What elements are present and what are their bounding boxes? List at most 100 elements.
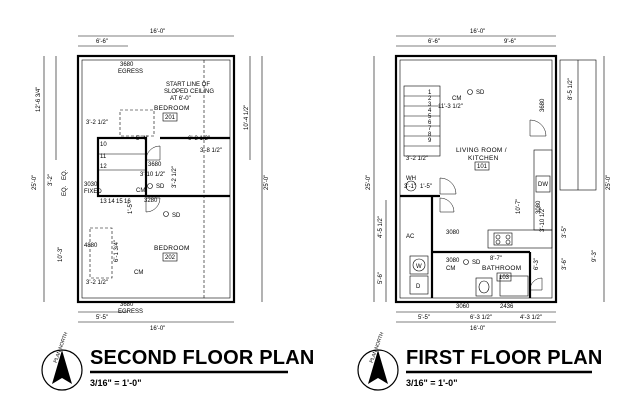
window-top-note: EGRESS	[118, 69, 143, 75]
fixture-label: W	[416, 264, 422, 270]
interior-dim: 3'-8 1/2"	[200, 148, 222, 154]
dim-bottom-right: 4'-3 1/2"	[520, 315, 542, 321]
fixture-label: SD	[172, 213, 181, 219]
room-number-101: 101	[477, 164, 488, 170]
stair-number: 5	[428, 114, 432, 120]
smoke-detector-symbol	[147, 183, 153, 189]
dim-left-small: 3'-2"	[48, 174, 54, 186]
window-bottom-size: 3680	[120, 302, 134, 308]
room-number-box	[162, 112, 178, 122]
closet-outline	[89, 227, 113, 279]
window-bottom-note: EGRESS	[118, 309, 143, 315]
second-floor-title: SECOND FLOOR PLAN	[90, 347, 315, 369]
interior-dim: 1'-5"	[420, 184, 432, 190]
stair-number: 13	[100, 199, 107, 205]
fixture-label: EQ.	[62, 169, 68, 180]
dim-right-lower: 9'-3"	[592, 250, 598, 262]
interior-dim: 5'-4"	[136, 136, 148, 142]
stair-number: 2	[428, 96, 432, 102]
burner	[505, 239, 511, 245]
stair-number: 15	[116, 199, 123, 205]
second-floor-inner-wall-line	[81, 59, 231, 299]
second-floor-scale: 3/16" = 1'-0"	[90, 378, 141, 388]
bathtub	[499, 275, 529, 297]
sloped-note-line-3: AT 6'-0"	[170, 96, 191, 102]
second-floor-exterior-walls	[76, 54, 236, 304]
door-swing	[529, 119, 547, 137]
range	[493, 232, 513, 246]
first-floor-stair	[403, 85, 441, 157]
window-closet-size: 4880	[84, 243, 98, 249]
interior-dim: 11'-3 1/2"	[438, 104, 463, 110]
washer-drum	[412, 258, 426, 272]
window-bottom-size: 3060	[456, 304, 470, 310]
dim-bottom-overall: 16'-0"	[470, 326, 485, 332]
room-number-103: 103	[499, 275, 510, 281]
door-swing	[145, 197, 161, 213]
dim-left-overall: 25'-0"	[32, 175, 38, 190]
dim-left-overall: 25'-0"	[366, 175, 372, 190]
second-floor-stair-walls	[96, 136, 148, 198]
fixture-label: EQ.	[62, 185, 68, 196]
window-center-size: 3280	[144, 198, 158, 204]
door-swing	[439, 197, 455, 213]
interior-dim: 10'-7"	[516, 199, 522, 214]
room-number-201: 201	[165, 115, 176, 121]
stair-number: 14	[108, 199, 115, 205]
dim-top-right: 9'-6"	[504, 39, 516, 45]
interior-dim: 3'-2 1/2"	[172, 166, 178, 188]
burner	[495, 234, 501, 240]
interior-dim: 6'-3 1/2"	[188, 136, 210, 142]
fixture-label: SD	[156, 184, 165, 190]
window-size: 3080	[446, 230, 460, 236]
interior-dim: 8'-7"	[490, 256, 502, 262]
dim-bottom-partial: 5'-5"	[96, 315, 108, 321]
room-number-box	[162, 252, 178, 262]
fixture-label: SD	[476, 90, 485, 96]
interior-dim: 3'-2 1/2"	[406, 156, 428, 162]
kitchen-counter	[487, 229, 553, 249]
fixture-label: CM	[134, 270, 143, 276]
interior-dim: 6'-3"	[534, 258, 540, 270]
room-name-living-kitchen-line-2: KITCHEN	[468, 155, 499, 162]
stair-number: 6	[428, 120, 432, 126]
fixture-label: WH	[406, 176, 416, 182]
stair-number: 3	[428, 102, 432, 108]
stair-number: 8	[428, 132, 432, 138]
dim-top-partial: 6'-6"	[96, 39, 108, 45]
door-swing	[529, 277, 543, 291]
window-size: 3680	[540, 98, 546, 112]
stair-number: 12	[100, 164, 107, 170]
dim-top-overall: 16'-0"	[150, 29, 165, 35]
room-name-bedroom-202: BEDROOM	[154, 245, 190, 252]
first-floor-scale: 3/16" = 1'-0"	[406, 378, 457, 388]
room-name-living-kitchen-line-1: LIVING ROOM /	[456, 147, 507, 154]
water-heater	[405, 180, 417, 192]
stair-number: 7	[428, 126, 432, 132]
stair-number: 11	[100, 154, 107, 160]
interior-dim: 3'-10 1/2"	[540, 207, 546, 232]
window-top-size: 3680	[120, 62, 134, 68]
room-number-box	[474, 161, 490, 171]
room-name-bathroom: BATHROOM	[482, 265, 521, 272]
stair-number: 16	[124, 199, 131, 205]
fixture-label: CM	[136, 188, 145, 194]
first-floor-exterior-walls	[394, 54, 558, 304]
sloped-note-line-1: START LINE OF	[166, 82, 210, 88]
dishwasher	[535, 175, 551, 193]
second-floor-title-block: PLAN NORTH SECOND FLOOR PLAN 3/16" = 1'-…	[41, 331, 315, 391]
dim-right-overall: 25'-0"	[264, 175, 270, 190]
window-size: 3080	[536, 200, 542, 214]
dryer	[409, 275, 429, 295]
door-swing	[439, 177, 457, 195]
north-arrow-icon	[357, 349, 399, 391]
fixture-label: SD	[472, 260, 481, 266]
dim-top-left: 6'-6"	[428, 39, 440, 45]
fixture-label: AC	[406, 234, 415, 240]
toilet	[475, 277, 493, 297]
smoke-detector-symbol	[463, 259, 469, 265]
dim-left-mid: 4'-5 1/2"	[378, 216, 384, 238]
room-number-box	[496, 272, 512, 282]
window-left-size: 3030	[84, 182, 98, 188]
